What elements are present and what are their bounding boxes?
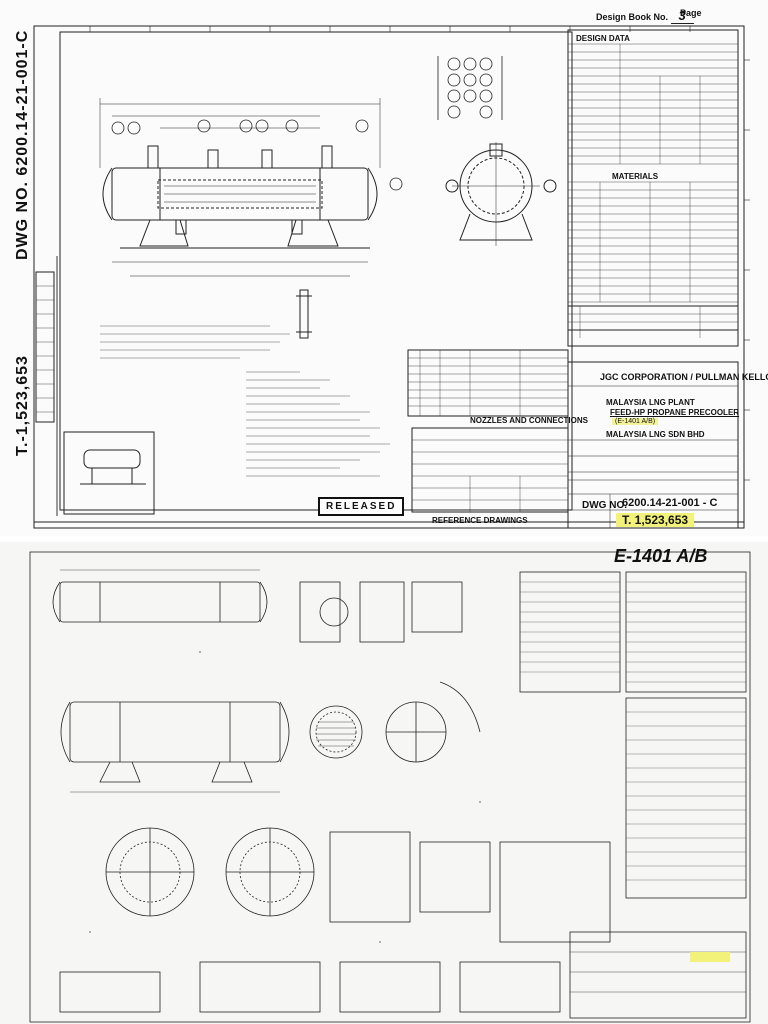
released-stamp: RELEASED bbox=[318, 497, 405, 516]
side-dwg-number: DWG NO. 6200.14-21-001-C bbox=[14, 29, 31, 260]
design-book-number: 3 bbox=[670, 8, 694, 24]
title-item: (E-1401 A/B) bbox=[612, 418, 659, 425]
dwg-no-label: DWG NO. bbox=[582, 500, 627, 511]
title-service: FEED-HP PROPANE PRECOOLER bbox=[610, 408, 740, 417]
materials-heading: MATERIALS bbox=[612, 172, 659, 181]
t-number-value: T. 1,523,653 bbox=[616, 513, 695, 527]
design-book-text: Design Book No. bbox=[596, 12, 669, 22]
top-sheet-linework bbox=[33, 25, 750, 529]
sheet-separator bbox=[0, 536, 768, 544]
bottom-drawing-sheet: E-1401 A/B bbox=[0, 542, 768, 1024]
page-label: Page bbox=[680, 8, 702, 18]
title-company: JGC CORPORATION / PULLMAN KELLOGG bbox=[600, 372, 768, 382]
design-data-heading: DESIGN DATA bbox=[576, 34, 630, 43]
title-plant: MALAYSIA LNG PLANT bbox=[606, 398, 695, 407]
bottom-sheet-linework bbox=[29, 551, 751, 1023]
dwg-no-value: 6200.14-21-001 - C bbox=[622, 497, 718, 509]
design-book-label: Design Book No. 3 bbox=[596, 8, 694, 24]
title-client: MALAYSIA LNG SDN BHD bbox=[606, 430, 705, 439]
reference-drawings-heading: REFERENCE DRAWINGS bbox=[432, 516, 528, 525]
top-drawing-sheet: Design Book No. 3 Page DWG NO. 6200.14-2… bbox=[14, 8, 768, 529]
lower-sheet-title: E-1401 A/B bbox=[614, 546, 708, 566]
nozzles-heading: NOZZLES AND CONNECTIONS bbox=[470, 416, 588, 425]
side-t-number: T.-1,523,653 bbox=[14, 355, 31, 456]
